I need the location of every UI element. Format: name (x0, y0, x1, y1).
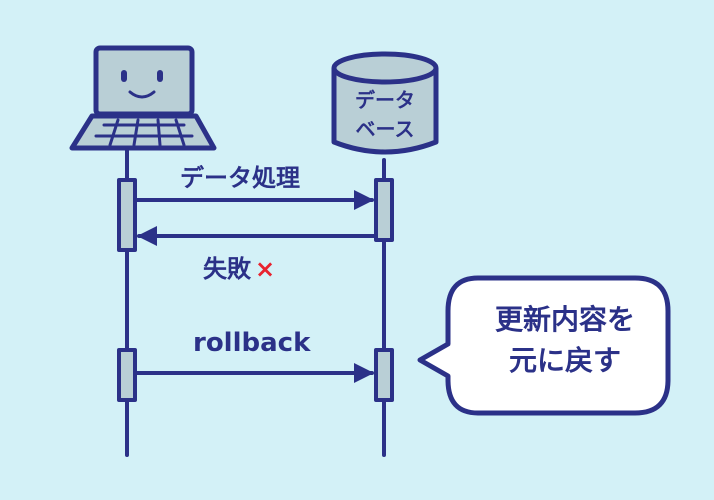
database-activation-1 (374, 178, 394, 242)
cross-icon: × (255, 255, 276, 283)
client-activation-2 (117, 348, 137, 402)
fail-message-label: 失敗 (203, 255, 251, 283)
database-icon (331, 51, 439, 155)
database-activation-2 (374, 348, 394, 402)
process-message-label: データ処理 (180, 164, 300, 192)
note-line2: 元に戻す (508, 343, 621, 377)
database-label: データ ベース (335, 86, 435, 144)
laptop-icon (69, 45, 217, 151)
note-line1: 更新内容を (494, 303, 635, 336)
fail-message: 失敗× (203, 257, 275, 281)
database-label-line2: ベース (355, 117, 415, 141)
database-label-line1: データ (355, 88, 415, 112)
note-text: 更新内容を 元に戻す (470, 300, 660, 381)
client-activation-1 (117, 178, 137, 252)
rollback-message-label: rollback (193, 328, 311, 358)
laptop-face (121, 70, 163, 82)
note-bubble (417, 275, 671, 416)
